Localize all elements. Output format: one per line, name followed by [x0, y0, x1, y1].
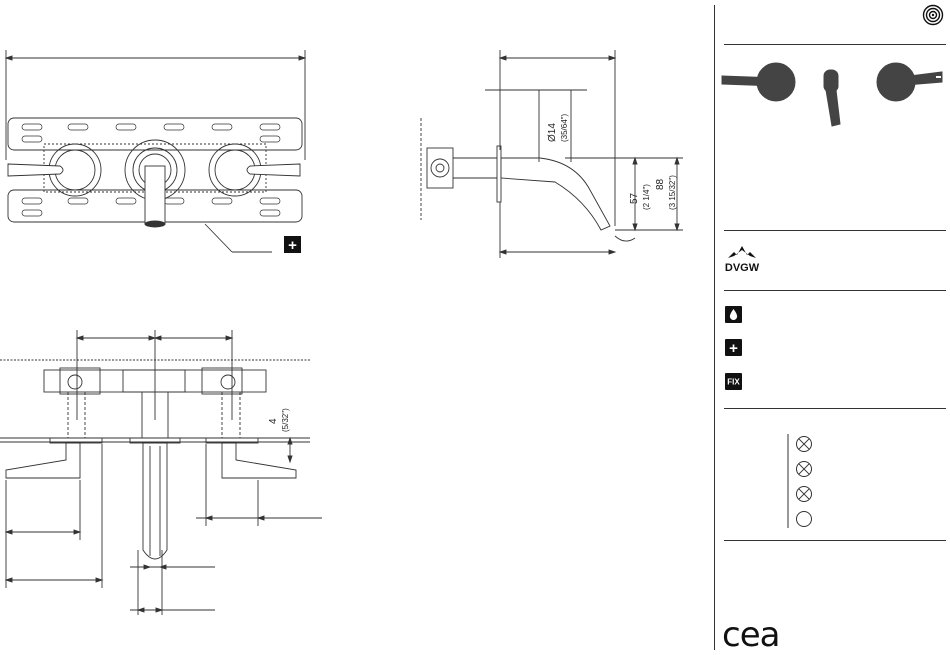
- sidebar-rule-3: [724, 290, 946, 291]
- dim-4: 4: [268, 418, 279, 424]
- cea-brand-logo: cea: [722, 616, 802, 652]
- side-view-drawing: Ø14 (35/64") 57 (2 1/4") 88 (3 15/32"): [405, 40, 705, 270]
- dim-diameter-inches: (35/64"): [560, 113, 569, 142]
- dim-4-inches: (5/32"): [281, 408, 290, 432]
- dim-height-88: 88: [655, 178, 666, 190]
- dim-diameter: Ø14: [547, 123, 558, 142]
- sidebar-rule-2: [724, 230, 946, 231]
- water-drop-badge: [725, 306, 742, 323]
- target-icon: [922, 4, 944, 26]
- dvgw-logo: DVGW: [722, 244, 762, 274]
- water-drop-icon: [725, 306, 742, 323]
- plus-badge: +: [725, 339, 742, 356]
- dvgw-text: DVGW: [725, 262, 760, 274]
- sidebar-rule-1: [724, 44, 946, 45]
- handle-variants-icon: [720, 58, 946, 130]
- dim-height-88-inches: (3 15/32"): [668, 175, 677, 210]
- cea-logo-text: cea: [722, 616, 779, 652]
- sidebar-divider: [714, 5, 715, 650]
- plus-badge-top: +: [288, 237, 297, 254]
- fix-badge-label: FIX: [727, 378, 740, 387]
- dim-height-57-inches: (2 1/4"): [642, 184, 651, 210]
- sidebar-rule-5: [724, 540, 946, 541]
- sidebar-rule-4: [724, 408, 946, 409]
- top-view-drawing: +: [0, 40, 320, 270]
- fix-badge: FIX: [725, 373, 742, 390]
- finish-options-icon: [784, 432, 824, 530]
- dim-height-57: 57: [629, 192, 640, 204]
- plus-badge-label: +: [729, 340, 738, 356]
- front-view-drawing: 4 (5/32"): [0, 320, 330, 620]
